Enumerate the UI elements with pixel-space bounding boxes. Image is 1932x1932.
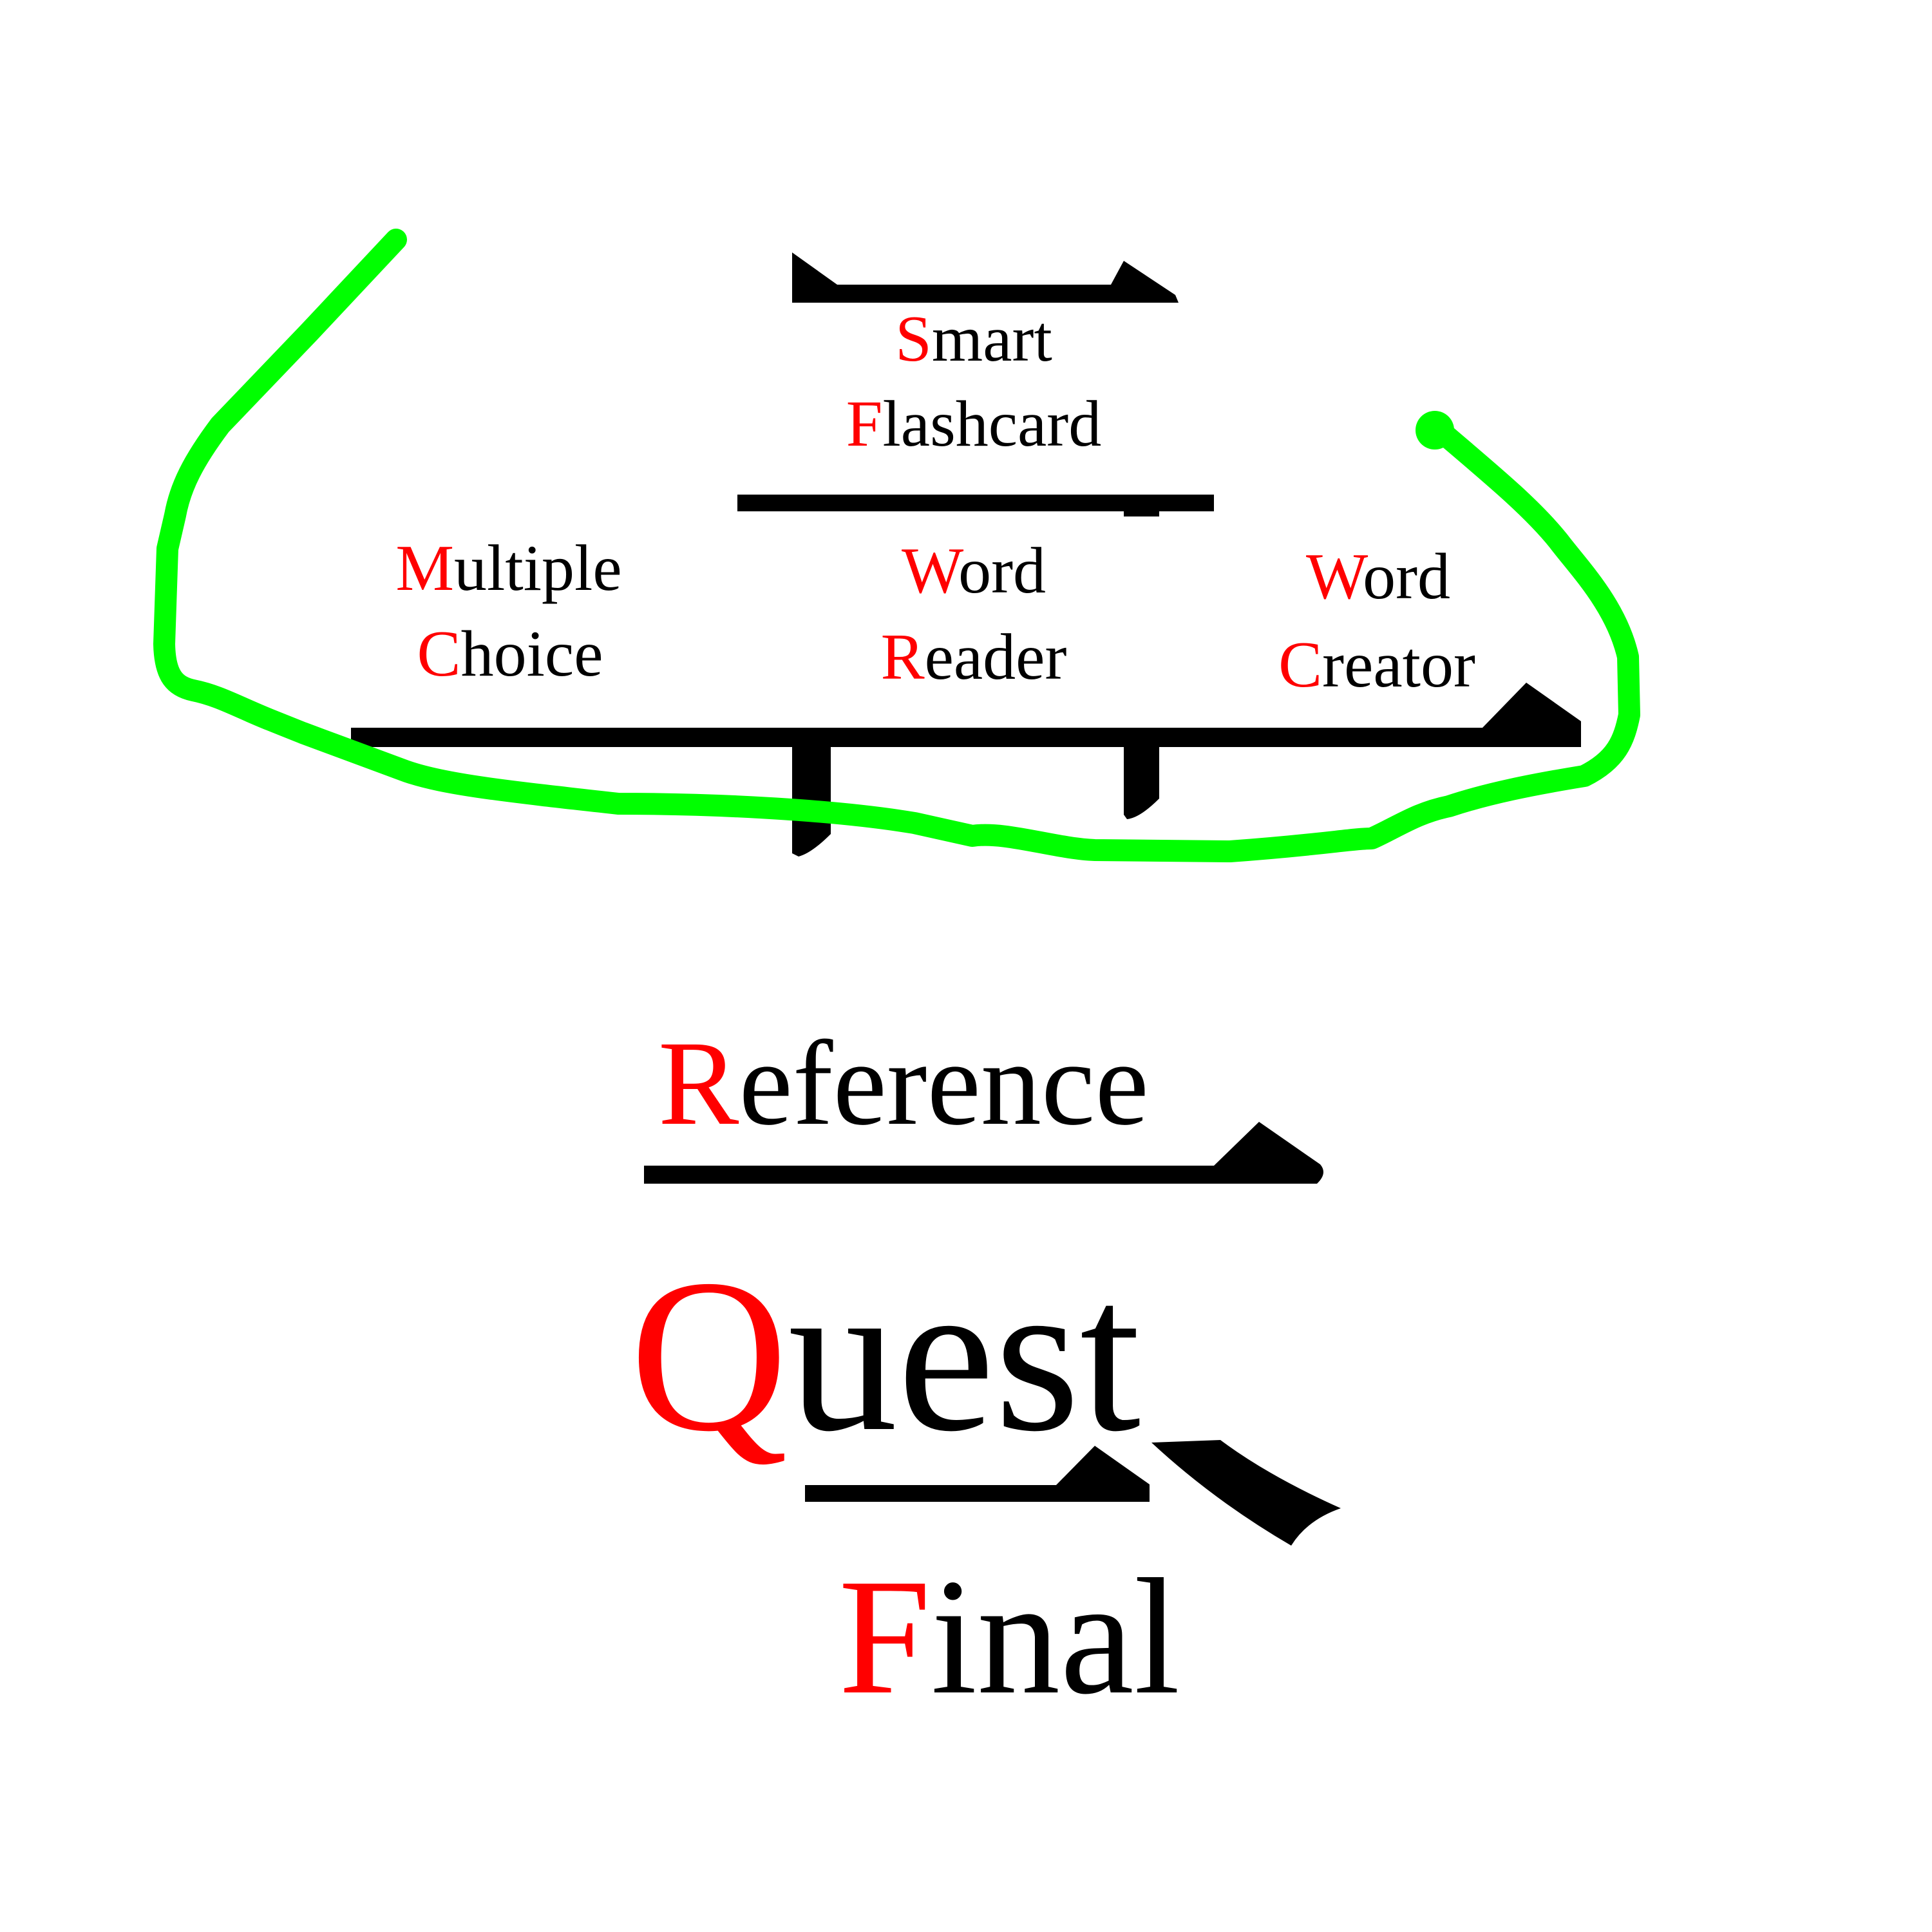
label-word-creator-top: Word xyxy=(1306,544,1450,610)
quest-underline xyxy=(805,1446,1150,1502)
drop-leg-right xyxy=(1124,747,1159,819)
initial-letter: F xyxy=(846,388,883,460)
label-rest: ord xyxy=(1363,540,1451,613)
label-rest: eader xyxy=(924,621,1067,694)
initial-letter: M xyxy=(395,532,455,605)
label-word-reader-top: Word xyxy=(902,538,1046,604)
label-rest: eference xyxy=(739,1016,1149,1150)
divider-notch xyxy=(1124,511,1159,516)
label-rest: lashcard xyxy=(882,388,1102,460)
initial-letter: C xyxy=(417,618,461,690)
label-reader: Reader xyxy=(881,625,1067,690)
initial-letter: S xyxy=(895,303,932,375)
quest-swash xyxy=(1151,1440,1341,1546)
title-final: Final xyxy=(838,1553,1180,1719)
menu-baseline xyxy=(351,683,1581,747)
label-rest: hoice xyxy=(460,618,603,690)
initial-letter: Q xyxy=(630,1234,788,1477)
label-flashcard: Flashcard xyxy=(846,392,1102,457)
highlight-end-dot xyxy=(1416,411,1454,450)
initial-letter: W xyxy=(901,535,959,607)
label-rest: reator xyxy=(1322,629,1475,701)
divider-under-flashcard xyxy=(737,495,1214,511)
label-creator: Creator xyxy=(1278,632,1475,698)
label-rest: ord xyxy=(958,535,1046,607)
label-rest: ultiple xyxy=(454,532,622,605)
top-bracket xyxy=(792,252,1179,303)
label-choice: Choice xyxy=(417,621,603,687)
label-rest: mart xyxy=(931,303,1052,375)
label-rest: inal xyxy=(931,1544,1180,1728)
green-highlight-loop xyxy=(153,229,1640,862)
label-smart: Smart xyxy=(895,307,1052,372)
initial-letter: C xyxy=(1278,629,1323,701)
initial-letter: F xyxy=(838,1544,931,1728)
initial-letter: R xyxy=(658,1016,739,1150)
title-reference: Reference xyxy=(658,1023,1149,1144)
label-rest: uest xyxy=(788,1234,1141,1477)
reference-underline xyxy=(644,1122,1323,1184)
initial-letter: R xyxy=(880,621,925,694)
label-multiple: Multiple xyxy=(395,536,621,601)
title-quest: Quest xyxy=(630,1246,1141,1465)
initial-letter: W xyxy=(1305,540,1363,613)
